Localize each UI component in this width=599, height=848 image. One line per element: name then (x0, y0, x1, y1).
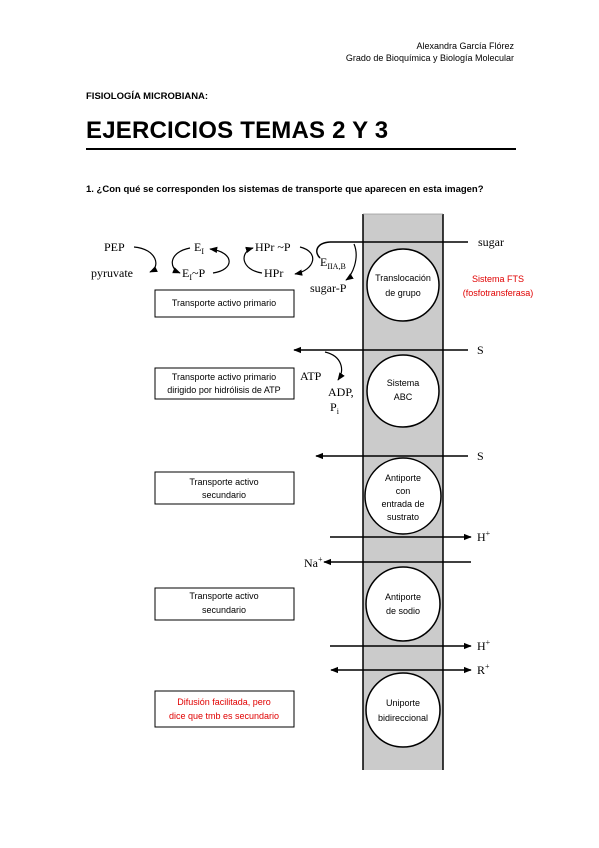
sugar-phosphorylation-arrow (316, 241, 331, 259)
circle-label: Sistema (387, 378, 420, 388)
answer-text: dirigido por hidrólisis de ATP (167, 385, 280, 395)
sugarp-exit-arrow (345, 243, 357, 281)
answer-text: Transporte activo (189, 477, 258, 487)
answer-text: Transporte activo primario (172, 372, 276, 382)
answer-box-4 (154, 587, 295, 621)
adp-label: ADP, (328, 385, 354, 399)
side-note-line: (fosfotransferasa) (463, 288, 534, 298)
circle-label: de sodio (386, 606, 420, 616)
circle-label: ABC (394, 392, 413, 402)
e1-label: EI (194, 240, 204, 256)
sodium-na-label: Na+ (304, 555, 323, 570)
title-divider (86, 148, 516, 150)
circle-label: entrada de (381, 499, 424, 509)
answer-box-3 (154, 471, 295, 505)
pep-label: PEP (104, 240, 125, 254)
answer-box-1 (154, 289, 295, 318)
answer-text: Difusión facilitada, pero (177, 697, 271, 707)
subject-heading: FISIOLOGÍA MICROBIANA: (86, 91, 209, 102)
page-title: EJERCICIOS TEMAS 2 Y 3 (86, 117, 389, 144)
atp-hydrolysis-arrow (324, 351, 345, 381)
answer-text: secundario (202, 490, 246, 500)
transporter-circle-uniport (365, 672, 441, 748)
hprp-label: HPr ~P (255, 240, 291, 254)
e1p-label: EI~P (182, 266, 206, 282)
transporter-circle-abc (366, 354, 440, 428)
side-note-line: Sistema FTS (472, 274, 524, 284)
e1p-to-e1-arrow (209, 246, 230, 274)
answer-text: secundario (202, 605, 246, 615)
circle-label: Antiporte (385, 473, 421, 483)
answer-text: dice que tmb es secundario (169, 711, 279, 721)
answer-box-5 (154, 690, 295, 728)
eiiab-label: EIIA,B (320, 255, 346, 271)
antiport-s-label: S (477, 449, 484, 463)
circle-label: con (396, 486, 411, 496)
pyruvate-label: pyruvate (91, 266, 133, 280)
author-name: Alexandra García Flórez (416, 41, 514, 51)
circle-label: Uniporte (386, 698, 420, 708)
sugar-label: sugar (478, 235, 504, 249)
transporter-circle-antiport (364, 457, 442, 535)
circle-label: bidireccional (378, 713, 428, 723)
answer-text: Transporte activo primario (172, 298, 276, 308)
hpr-label: HPr (264, 266, 283, 280)
abc-s-label: S (477, 343, 484, 357)
hpr-to-hprp-arrow (243, 246, 263, 274)
degree-name: Grado de Bioquímica y Biología Molecular (345, 53, 514, 63)
circle-label: Translocación (375, 273, 431, 283)
answer-box-2 (154, 367, 295, 400)
question-text: 1. ¿Con qué se corresponden los sistemas… (86, 184, 484, 195)
antiport-h-label: H+ (477, 529, 491, 544)
hprp-to-hpr-arrow (294, 246, 314, 276)
sodium-h-label: H+ (477, 638, 491, 653)
pi-label: Pi (330, 400, 340, 416)
e1-to-e1p-arrow (171, 247, 191, 274)
answer-text: Transporte activo (189, 591, 258, 601)
circle-label: sustrato (387, 512, 419, 522)
uniport-r-label: R+ (477, 662, 490, 677)
pep-to-pyruvate-arrow (133, 246, 158, 273)
circle-label: Antiporte (385, 592, 421, 602)
circle-label: de grupo (385, 288, 421, 298)
transporter-circle-group-translocation (366, 248, 440, 322)
sugarp-label: sugar-P (310, 281, 347, 295)
atp-label: ATP (300, 369, 322, 383)
transporter-circle-sodium-antiport (365, 566, 441, 642)
